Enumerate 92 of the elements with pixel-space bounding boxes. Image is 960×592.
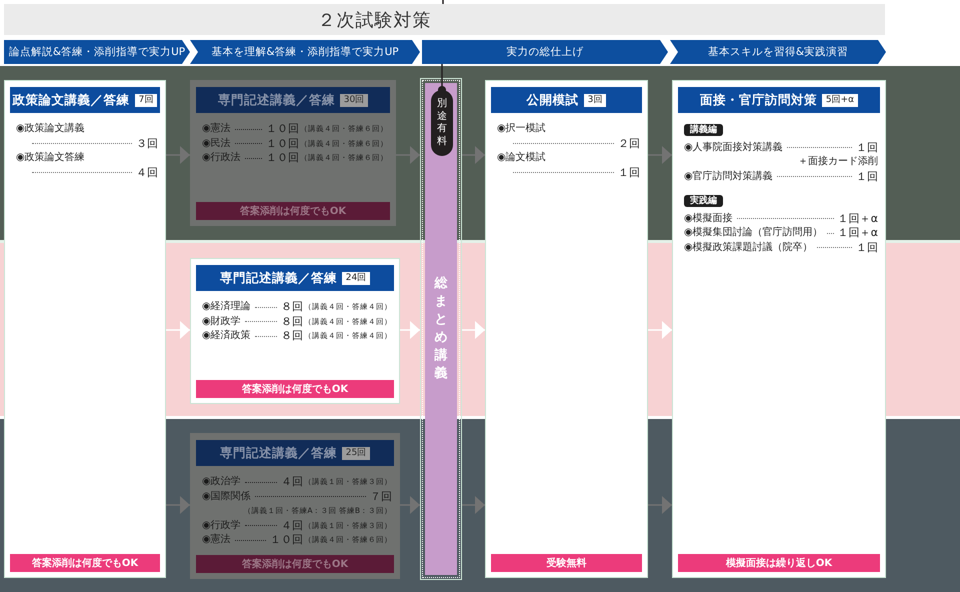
session-count: １回 <box>856 140 878 155</box>
session-count: ４回 <box>281 518 303 533</box>
session-count: １０回 <box>266 136 299 151</box>
course-item: ◉政策論文講義 <box>16 122 85 136</box>
course-card <box>190 80 396 226</box>
phase-banner: 基本を理解&答練・添削指導で実力UP <box>190 40 420 64</box>
note-banner: 模擬面接は繰り返しOK <box>678 554 880 572</box>
session-count: １回＋α <box>838 226 878 240</box>
course-item: ◉択一模試 <box>497 122 546 136</box>
flow-arrow <box>396 146 420 164</box>
card-title: 政策論文講義／答練 <box>12 92 130 108</box>
course-item: ◉憲法 <box>202 533 231 547</box>
course-item: ◉憲法 <box>202 122 231 136</box>
course-card <box>672 80 886 578</box>
course-card <box>190 433 400 579</box>
connector-line <box>442 0 444 4</box>
card-title: 専門記述講義／答練 <box>218 92 335 108</box>
session-count: １回 <box>856 240 878 255</box>
extra-fee-pill: 別途有料 <box>431 90 453 156</box>
session-count: １回 <box>856 170 878 184</box>
note-banner: 答案添削は何度でもOK <box>196 202 390 220</box>
course-item: ◉行政学 <box>202 518 241 532</box>
card-title: 公開模試 <box>526 92 579 108</box>
phase-banner: 論点解説&答練・添削指導で実力UP <box>4 40 190 64</box>
course-item: ◉論文模試 <box>497 151 546 165</box>
flow-arrow <box>400 321 420 339</box>
flow-arrow <box>648 321 672 339</box>
flow-arrow <box>166 321 190 339</box>
course-item: ◉経済理論 <box>202 300 251 314</box>
card-header <box>678 87 880 113</box>
flow-arrow <box>462 496 485 514</box>
flow-arrow <box>166 146 190 164</box>
item-note: ＋面接カード添削 <box>798 155 878 169</box>
card-header <box>196 440 394 466</box>
card-title: 専門記述講義／答練 <box>220 444 337 462</box>
note-banner: 答案添削は何度でもOK <box>196 380 394 398</box>
phase-banner: 基本スキルを習得&実践演習 <box>670 40 886 64</box>
bar-label: 総まとめ講義 <box>434 275 448 383</box>
flow-arrow <box>462 321 485 339</box>
course-item: ◉民法 <box>202 136 231 150</box>
course-item: ◉国際関係 <box>202 490 251 504</box>
count-badge: 24回 <box>342 272 370 284</box>
card-title: 専門記述講義／答練 <box>220 270 337 286</box>
course-item: ◉政治学 <box>202 475 241 489</box>
session-count: ２回 <box>618 136 640 151</box>
lecture-bar <box>420 78 462 580</box>
note-banner: 答案添削は何度でもOK <box>10 554 160 572</box>
session-count: ７回 <box>370 490 392 504</box>
session-count: １０回 <box>270 533 303 548</box>
session-count: ４回 <box>136 166 158 180</box>
flow-arrow <box>648 146 672 164</box>
section-tag: 講義編 <box>684 124 723 136</box>
card-header <box>10 87 160 113</box>
count-badge: 5回+α <box>822 94 858 106</box>
flow-arrow <box>400 496 420 514</box>
session-count: １回 <box>618 166 640 180</box>
card-header <box>196 87 390 113</box>
course-item: ◉模擬面接 <box>684 212 733 226</box>
session-count: １０回 <box>266 151 299 166</box>
card-header <box>491 87 642 113</box>
card-title: 面接・官庁訪問対策 <box>700 92 817 108</box>
count-badge: 7回 <box>134 94 158 106</box>
course-card <box>190 258 400 404</box>
flow-arrow <box>166 496 190 514</box>
session-count: ８回 <box>281 300 303 314</box>
count-badge: 3回 <box>584 94 606 106</box>
flow-arrow <box>462 146 485 164</box>
session-count: １回＋α <box>838 212 878 226</box>
course-item: ◉模擬政策課題討議（院卒） <box>684 240 813 254</box>
course-item: ◉模擬集団討論（官庁訪問用） <box>684 226 823 240</box>
session-count: ３回 <box>136 136 158 151</box>
count-badge: 30回 <box>340 94 368 106</box>
header-band: ２次試験対策 <box>4 4 885 35</box>
course-item: ◉行政法 <box>202 151 241 165</box>
session-count: ４回 <box>281 475 303 490</box>
section-tag: 実践編 <box>684 195 723 207</box>
session-count: １０回 <box>266 122 299 136</box>
card-header <box>196 265 394 291</box>
course-item: ◉政策論文答練 <box>16 151 85 165</box>
course-card <box>4 80 166 578</box>
course-item: ◉経済政策 <box>202 329 251 343</box>
course-item: ◉人事院面接対策講義 <box>684 140 783 154</box>
course-item: ◉財政学 <box>202 314 241 328</box>
note-banner: 答案添削は何度でもOK <box>196 555 394 573</box>
flow-arrow <box>648 496 672 514</box>
count-badge: 25回 <box>342 446 370 460</box>
session-count: ８回 <box>281 314 303 329</box>
session-count: ８回 <box>281 329 303 344</box>
course-card <box>485 80 648 578</box>
note-banner: 受験無料 <box>491 554 642 572</box>
course-item: ◉官庁訪問対策講義 <box>684 170 773 184</box>
phase-banner: 実力の総仕上げ <box>422 40 668 64</box>
